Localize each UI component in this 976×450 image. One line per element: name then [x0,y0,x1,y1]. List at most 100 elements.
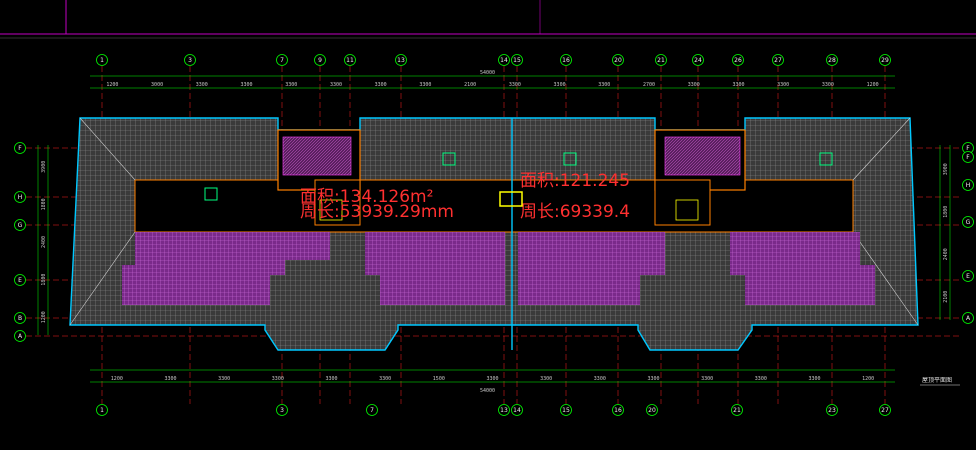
axis-top-24-label: 24 [694,57,702,64]
axis-top-21: 21 [655,54,667,66]
dim-top-17: 1200 [867,82,879,88]
axis-right-F-1-label: F [966,154,970,161]
axis-right-A-5: A [962,312,974,324]
dim-bottom-6: 1500 [433,376,445,382]
axis-right-H-2: H [962,179,974,191]
axis-top-29-label: 29 [881,57,889,64]
axis-bottom-21-label: 21 [733,407,741,414]
axis-left-H-1: H [14,191,26,203]
axis-bottom-7: 7 [366,404,378,416]
dim-top-0: 1200 [106,82,118,88]
axis-left-G-2-label: G [18,222,23,229]
axis-top-28-label: 28 [828,57,836,64]
dim-bottom-1: 3300 [164,376,176,382]
axis-left-F-0-label: F [18,145,22,152]
axis-left-H-1-label: H [18,194,23,201]
axis-bottom-16: 16 [612,404,624,416]
axis-top-16: 16 [560,54,572,66]
axis-top-3-label: 3 [188,57,192,64]
perimeter-readout: 周长:53939.29mm [300,202,454,222]
dim-top-12: 2700 [643,82,655,88]
dim-left-2: 2400 [41,236,47,248]
axis-bottom-16-label: 16 [614,407,622,414]
dim-top-11: 3300 [598,82,610,88]
dim-bottom-5: 3300 [379,376,391,382]
overall-dim-top: 54000 [480,70,495,76]
dim-left-4: 1200 [41,311,47,323]
axis-bottom-23: 23 [826,404,838,416]
area-readout: 面积:134.126m² [300,187,433,207]
dim-top-6: 3300 [375,82,387,88]
axis-right-G-3-label: G [966,219,971,226]
overall-dim-bottom: 54000 [480,388,495,394]
axis-left-A-5: A [14,330,26,342]
dim-bottom-7: 3300 [486,376,498,382]
dim-right-1: 1800 [943,206,949,218]
dim-bottom-14: 1200 [862,376,874,382]
axis-bottom-13-label: 13 [500,407,508,414]
dim-bottom-0: 1200 [111,376,123,382]
dimension-lines [37,75,951,383]
axis-top-24: 24 [692,54,704,66]
axis-bottom-14-label: 14 [513,407,521,414]
axis-top-9: 9 [314,54,326,66]
dim-top-10: 3300 [554,82,566,88]
axis-bottom-20-label: 20 [648,407,656,414]
axis-bottom-14: 14 [511,404,523,416]
axis-bottom-1-label: 1 [100,407,104,414]
axis-left-F-0: F [14,142,26,154]
dim-top-4: 3300 [285,82,297,88]
dim-top-7: 3300 [419,82,431,88]
axis-left-B-4: B [14,312,26,324]
axis-bottom-23-label: 23 [828,407,836,414]
axis-bottom-21: 21 [731,404,743,416]
axis-top-11: 11 [344,54,356,66]
axis-top-13: 13 [395,54,407,66]
sheet-border [0,0,976,39]
axis-left-E-3: E [14,274,26,286]
axis-bottom-1: 1 [96,404,108,416]
axis-top-21-label: 21 [657,57,665,64]
dim-right-3: 2100 [943,291,949,303]
dim-right-0: 3900 [943,163,949,175]
axis-bottom-20: 20 [646,404,658,416]
axis-top-16-label: 16 [562,57,570,64]
axis-top-1: 1 [96,54,108,66]
selection-box [499,191,523,207]
axis-bottom-27: 27 [879,404,891,416]
dim-bottom-13: 3300 [808,376,820,382]
axis-top-15-label: 15 [513,57,521,64]
dim-top-5: 3300 [330,82,342,88]
axis-left-A-5-label: A [18,333,23,340]
axis-right-H-2-label: H [966,182,971,189]
axis-right-G-3: G [962,216,974,228]
perimeter-readout-right: 周长:69339.4 [520,202,630,222]
axis-top-3: 3 [184,54,196,66]
dim-top-8: 2100 [464,82,476,88]
axis-top-28: 28 [826,54,838,66]
dim-bottom-8: 3300 [540,376,552,382]
dim-top-9: 3300 [509,82,521,88]
dim-top-13: 3300 [688,82,700,88]
axis-right-F-1: F [962,151,974,163]
axis-bottom-7-label: 7 [370,407,374,414]
axis-top-7-label: 7 [280,57,284,64]
axis-top-26-label: 26 [734,57,742,64]
dim-bottom-10: 3300 [647,376,659,382]
axis-top-1-label: 1 [100,57,104,64]
roof-vents [204,152,833,201]
dim-top-1: 3000 [151,82,163,88]
area-readout-right: 面积:121.245 [520,171,630,191]
axis-top-20-label: 20 [614,57,622,64]
axis-top-7: 7 [276,54,288,66]
core-right [654,129,746,226]
dim-bottom-9: 3300 [594,376,606,382]
axis-bottom-15-label: 15 [562,407,570,414]
axis-bottom-3-label: 3 [280,407,284,414]
dim-bottom-3: 3300 [272,376,284,382]
dim-left-3: 1800 [41,274,47,286]
dim-top-15: 3300 [777,82,789,88]
